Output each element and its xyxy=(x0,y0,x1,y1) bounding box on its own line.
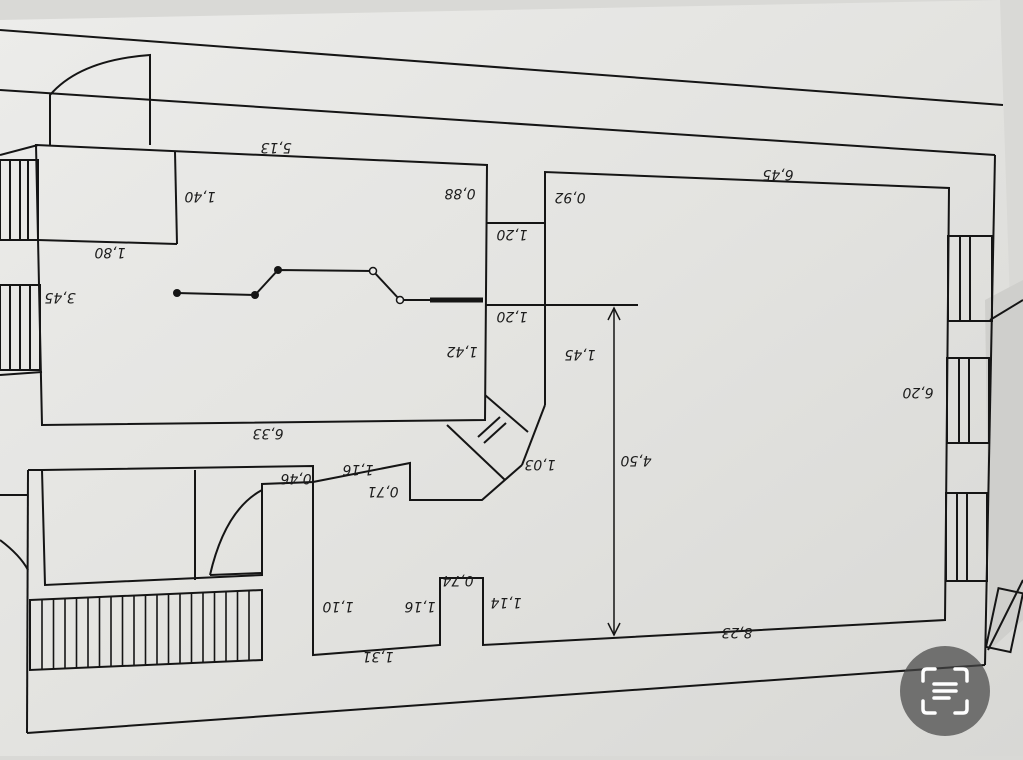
door-swing xyxy=(209,489,263,576)
door-swing-top xyxy=(49,53,151,145)
dim-label: 8,23 xyxy=(721,624,752,640)
wiring-node xyxy=(251,291,259,299)
dim-label: 0,88 xyxy=(444,185,475,201)
dim-label: 1,14 xyxy=(490,594,521,610)
sheet-top-line xyxy=(0,29,1004,106)
text-recognition-button[interactable] xyxy=(900,646,990,736)
dim-label: 1,42 xyxy=(446,343,477,359)
dim-label: 1,03 xyxy=(524,456,555,472)
wiring-node xyxy=(368,266,378,276)
next-sheet-line xyxy=(989,299,1023,321)
dim-label: 5,13 xyxy=(260,139,291,155)
paper-edge xyxy=(985,280,1023,650)
outer-wall-top xyxy=(0,89,996,156)
dim-label: 1,45 xyxy=(564,346,595,362)
door-threshold xyxy=(209,572,263,576)
dim-label: 6,33 xyxy=(252,425,283,441)
wiring-node xyxy=(173,289,181,297)
dim-label: 4,50 xyxy=(620,452,651,468)
partition xyxy=(37,239,178,245)
dim-label: 1,20 xyxy=(496,308,527,324)
outer-wall-left xyxy=(26,469,29,734)
wiring xyxy=(176,268,483,301)
passage-door xyxy=(477,416,501,438)
stair-treads xyxy=(41,591,250,669)
dim-label: 0,46 xyxy=(280,470,311,486)
wall xyxy=(0,371,43,376)
dim-label: 1,40 xyxy=(184,188,215,204)
passage-wall xyxy=(484,394,529,433)
stairs xyxy=(29,588,263,672)
dimension-arrow xyxy=(607,622,621,637)
text-recognition-icon xyxy=(921,667,969,715)
dim-label: 0,71 xyxy=(367,483,398,499)
dim-label: 3,45 xyxy=(44,289,75,305)
dim-label: 1,16 xyxy=(342,461,373,477)
dim-label: 6,20 xyxy=(902,384,933,400)
wiring-node xyxy=(274,266,282,274)
passage-door xyxy=(483,422,507,444)
wall xyxy=(0,144,39,156)
dimension-arrow xyxy=(607,306,621,321)
passage-wall xyxy=(446,424,506,481)
dim-label: 1,10 xyxy=(322,598,353,614)
dim-label: 0,74 xyxy=(442,572,473,588)
dim-label: 1,16 xyxy=(404,598,435,614)
dim-label: 1,80 xyxy=(94,244,125,260)
dim-label: 1,20 xyxy=(496,226,527,242)
door-swing xyxy=(0,539,29,571)
dim-label: 1,31 xyxy=(362,648,393,664)
outer-wall-bottom xyxy=(26,664,986,734)
next-sheet-window xyxy=(984,586,1023,654)
dim-label: 0,92 xyxy=(554,189,585,205)
passage-wall xyxy=(521,404,546,466)
dim-label: 6,45 xyxy=(762,166,793,182)
wiring-node xyxy=(395,295,405,305)
partition xyxy=(174,151,178,245)
